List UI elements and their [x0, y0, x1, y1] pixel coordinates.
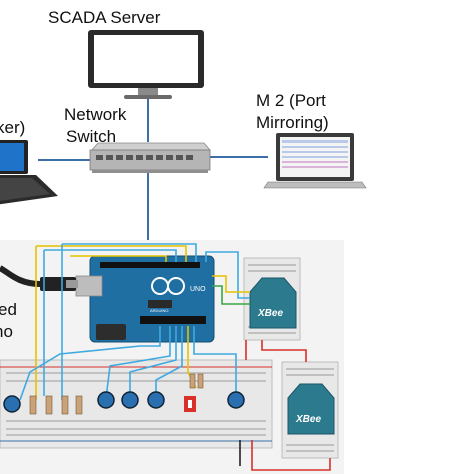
- potentiometer-4: [147, 391, 165, 409]
- arduino-label-line2: no: [0, 322, 13, 341]
- resistor-1: [29, 395, 37, 415]
- m2-label-line2: Mirroring): [256, 113, 329, 132]
- usb-cable: [0, 265, 78, 291]
- potentiometer-1: [3, 395, 21, 413]
- potentiometer-3: [121, 391, 139, 409]
- arduino-label-line1: ed: [0, 300, 17, 319]
- hardware-panel: UNO ARDUINO XBee XBee: [0, 240, 344, 474]
- attacker-laptop: [0, 140, 58, 205]
- resistor-6: [197, 373, 204, 389]
- scada-server-monitor: [88, 30, 204, 99]
- resistors: [29, 373, 204, 415]
- network-links: [38, 98, 268, 242]
- resistor-2: [45, 395, 53, 415]
- potentiometer-5: [227, 391, 245, 409]
- resistor-4: [75, 395, 83, 415]
- push-button: [184, 396, 196, 412]
- xbee-bottom-label: XBee: [295, 414, 321, 425]
- potentiometers: [3, 391, 245, 413]
- xbee-module-top: [249, 277, 297, 329]
- xbee-top-label: XBee: [257, 308, 283, 319]
- potentiometer-2: [97, 391, 115, 409]
- network-switch: [89, 142, 211, 173]
- arduino-brand-text: ARDUINO: [150, 308, 168, 313]
- xbee-module-bottom: [287, 383, 335, 435]
- resistor-3: [61, 395, 69, 415]
- network-switch-label-line1: Network: [64, 105, 127, 124]
- arduino-uno-text: UNO: [190, 286, 206, 293]
- scada-server-label: SCADA Server: [48, 8, 161, 27]
- main-breadboard: [0, 359, 273, 449]
- m2-laptop: [263, 133, 367, 189]
- m2-label-line1: M 2 (Port: [256, 91, 326, 110]
- wires: [19, 243, 331, 471]
- arduino-board: [75, 255, 215, 343]
- network-switch-label-line2: Switch: [66, 127, 117, 146]
- attacker-label-fragment: ker): [0, 118, 26, 137]
- resistor-5: [189, 373, 196, 389]
